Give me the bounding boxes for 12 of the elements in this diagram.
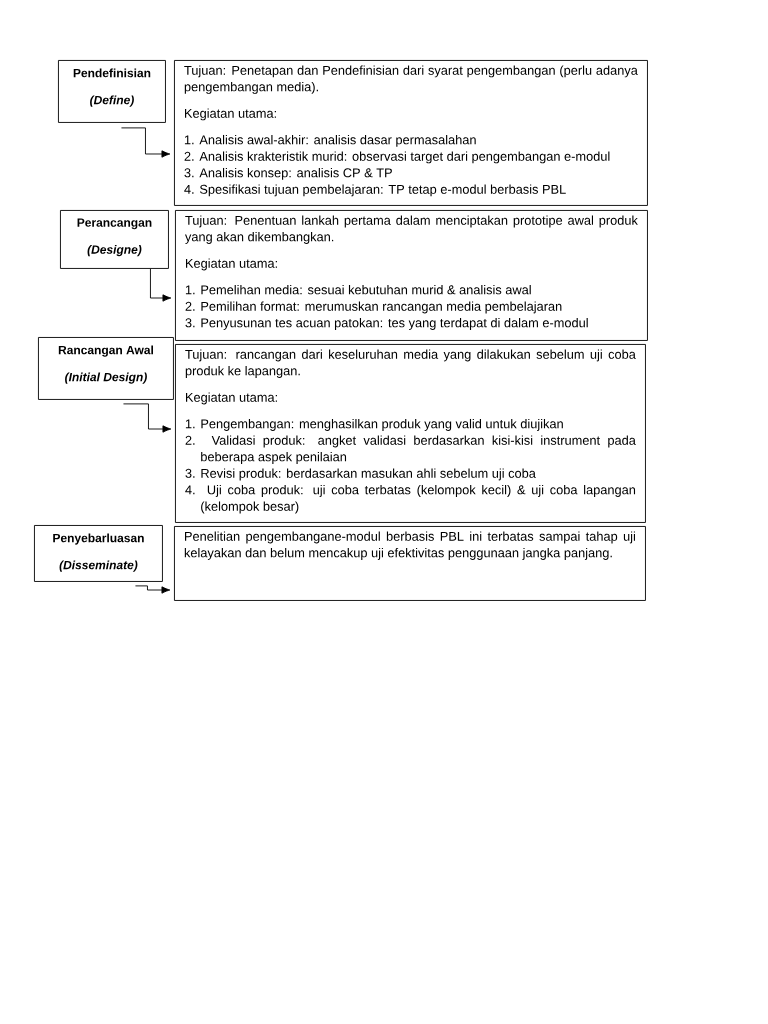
stage-box: Rancangan Awal (Initial Design) <box>38 337 174 400</box>
description-box: Tujuan: Penentuan lankah pertama dalam menciptakan prototipe awal produk yang akan dikembangkan. Kegiatan utama: 1. Pemelihan media: sesuai kebutuhan murid & analisis awal 2. Pemilihan format: merumuskan rancangan media pembelajaran 3. Penyusunan tes acuan patokan: tes yang terdapat di dalam e-modul <box>175 210 648 341</box>
elbow-arrow <box>150 268 172 302</box>
stage-box: Penyebarluasan (Disseminate) <box>34 525 163 582</box>
description-box: Tujuan: rancangan dari keseluruhan media yang dilakukan sebelum uji coba produk ke lapangan. Kegiatan utama: 1. Pengembangan: menghasilkan produk yang valid untuk diujikan 2. Validasi produk: angket validasi berdasarkan kisi-kisi instrument pada beberapa aspek penilaian 3. Revisi produk: berdasarkan masukan ahli sebelum uji coba 4. Uji coba produk: uji coba terbatas (kelompok kecil) & uji coba lapangan (kelompok besar) <box>175 344 646 523</box>
stage-box: Perancangan (Designe) <box>60 210 169 269</box>
elbow-arrow <box>123 403 172 433</box>
elbow-arrow <box>135 585 171 594</box>
stage-box: Pendefinisian (Define) <box>58 60 166 123</box>
description-box: Penelitian pengembangane-modul berbasis PBL ini terbatas sampai tahap uji kelayakan dan belum mencakup uji efektivitas penggunaan jangka panjang. <box>174 526 646 601</box>
elbow-arrow <box>121 127 171 158</box>
description-box: Tujuan: Penetapan dan Pendefinisian dari syarat pengembangan (perlu adanya pengembangan media). Kegiatan utama: 1. Analisis awal-akhir: analisis dasar permasalahan 2. Analisis krakteristik murid: observasi target dari pengembangan e-modul 3. Analisis konsep: analisis CP & TP 4. Spesifikasi tujuan pembelajaran: TP tetap e-modul berbasis PBL <box>174 60 648 206</box>
